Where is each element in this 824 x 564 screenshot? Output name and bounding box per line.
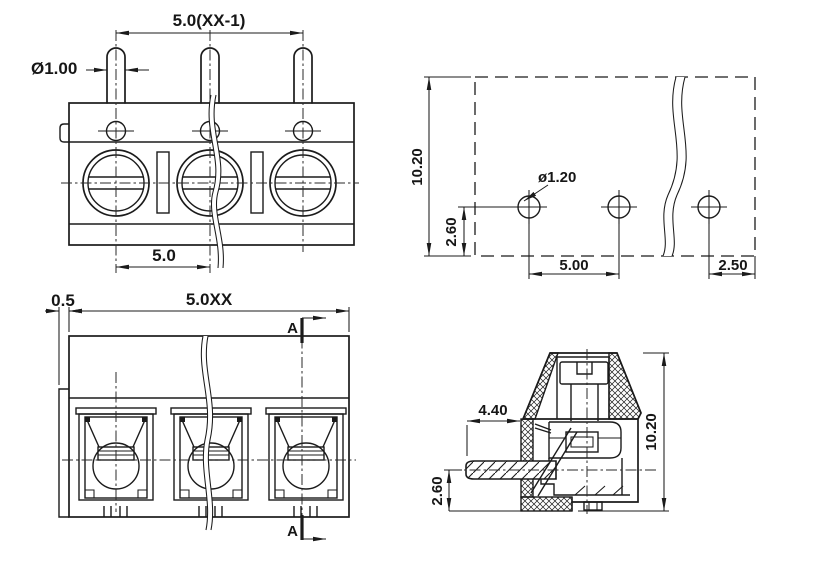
section-view: 4.40 10.20 2.60 bbox=[429, 349, 669, 514]
break-line bbox=[200, 335, 214, 531]
dim-wall-thickness-label: 0.5 bbox=[51, 291, 75, 310]
dim-hole-diameter-label: ø1.20 bbox=[538, 169, 576, 186]
dim-pitch-overall: 5.0(XX-1) bbox=[116, 11, 303, 36]
front-view: 5.0(XX-1) Ø1.00 5.0 bbox=[31, 11, 359, 273]
clamp-tab bbox=[534, 423, 552, 434]
dim-opening-depth-label: 4.40 bbox=[478, 402, 507, 419]
extension-lines bbox=[528, 218, 756, 279]
pcb-outline bbox=[474, 76, 756, 257]
section-marker-top: A bbox=[287, 320, 298, 337]
dim-hole-pitch: 5.00 bbox=[529, 257, 619, 277]
dim-pin-offset: 2.60 bbox=[429, 469, 521, 512]
screw bbox=[559, 361, 609, 421]
side-step bbox=[58, 388, 69, 518]
centerlines bbox=[61, 30, 359, 273]
dim-footprint-height: 10.20 bbox=[409, 76, 471, 257]
wire-clamp bbox=[534, 421, 630, 496]
pcb-footprint-view: 10.20 2.60 ø1.20 5.00 2.50 bbox=[409, 76, 756, 279]
foot bbox=[583, 501, 603, 511]
hatched-base bbox=[520, 496, 573, 512]
dim-section-height: 10.20 bbox=[578, 352, 669, 512]
section-line-a-a: A A bbox=[287, 315, 326, 542]
dim-overall-width: 5.0XX bbox=[69, 290, 350, 332]
dim-pin-diameter-label: Ø1.00 bbox=[31, 59, 77, 78]
dim-hole-diameter: ø1.20 bbox=[523, 169, 576, 202]
dim-footprint-height-label: 10.20 bbox=[409, 148, 426, 186]
dim-pitch-label: 5.0 bbox=[152, 246, 176, 265]
top-view: A A 0.5 5.0XX bbox=[45, 290, 356, 542]
dim-pitch-overall-label: 5.0(XX-1) bbox=[173, 11, 246, 30]
dim-section-height-label: 10.20 bbox=[643, 413, 660, 451]
dim-wall-thickness: 0.5 bbox=[45, 291, 83, 385]
spring-leaf bbox=[530, 427, 578, 497]
dim-hole-pitch-label: 5.00 bbox=[559, 257, 588, 274]
side-lug bbox=[59, 123, 69, 143]
dim-pitch: 5.0 bbox=[116, 246, 210, 270]
dim-pin-diameter: Ø1.00 bbox=[31, 59, 149, 78]
break-line bbox=[662, 76, 687, 257]
dim-overall-width-label: 5.0XX bbox=[186, 290, 233, 309]
section-marker-bottom: A bbox=[287, 523, 298, 540]
dim-hole-offset: 2.60 bbox=[443, 206, 518, 256]
dim-pin-offset-label: 2.60 bbox=[429, 476, 446, 505]
dim-hole-offset-label: 2.60 bbox=[443, 217, 460, 246]
break-line bbox=[208, 94, 224, 269]
dim-edge-margin-label: 2.50 bbox=[718, 257, 747, 274]
dim-edge-margin: 2.50 bbox=[709, 257, 755, 277]
dim-opening-depth: 4.40 bbox=[466, 402, 520, 456]
solder-pin bbox=[106, 47, 313, 104]
housing-outline bbox=[521, 352, 642, 511]
